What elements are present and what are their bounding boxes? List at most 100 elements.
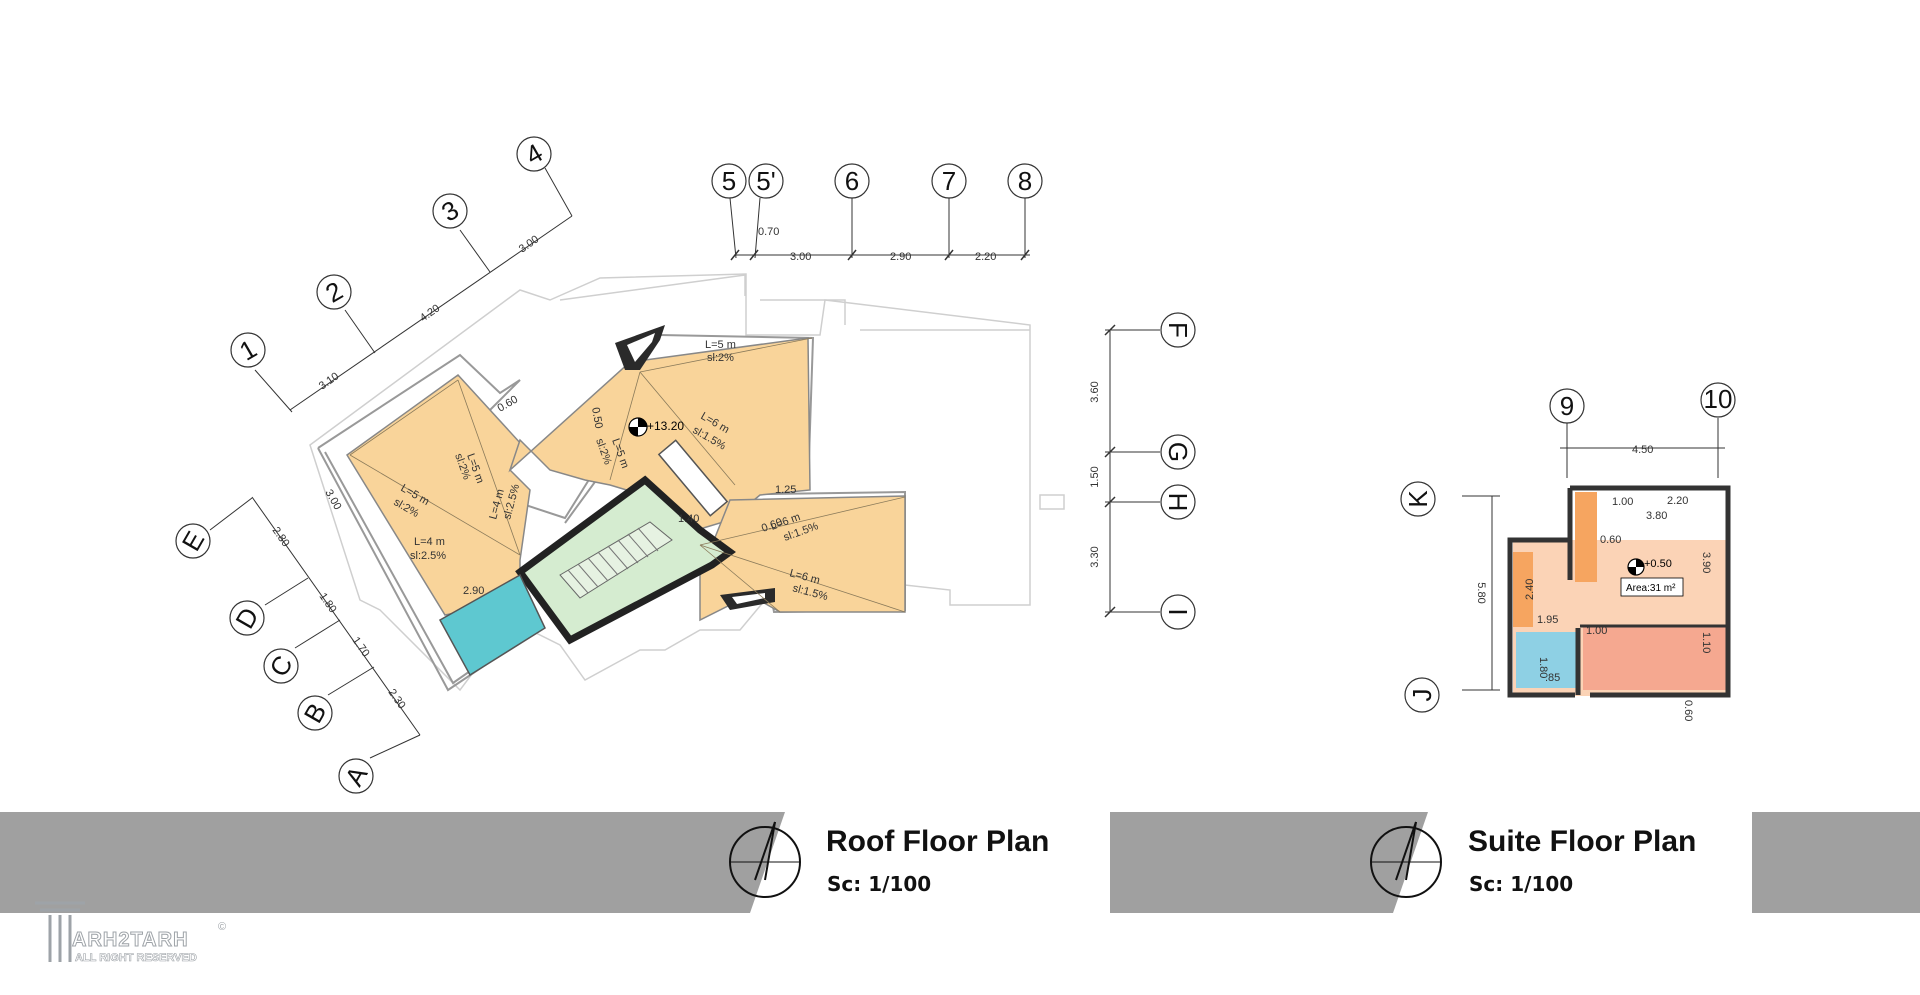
axis-bubble <box>316 274 352 310</box>
inner-dim: 1.95 <box>1537 614 1558 626</box>
inner-dim: 1.80 <box>1537 657 1549 678</box>
dim-label: 1.50 <box>1089 466 1101 487</box>
suite-bath <box>1516 632 1576 688</box>
roof-elevation-label: +13.20 <box>647 419 684 433</box>
left-top-axis-bubbles: 1 2 3 4 3.10 4.20 3.00 <box>230 136 552 392</box>
suite-axes <box>1462 418 1725 691</box>
inner-dim: 1.00 <box>1612 496 1633 508</box>
inner-dim: 1.00 <box>1586 625 1607 637</box>
axis-bubble <box>516 136 552 172</box>
logo: ARH2TARH © ALL RIGHT RESERVED <box>35 901 226 964</box>
inner-dim: 2.40 <box>1524 579 1536 600</box>
inner-dim: 0.60 <box>496 393 521 414</box>
axis-label: K <box>1403 490 1433 508</box>
axis-bubble <box>1404 677 1440 713</box>
dim-label: 2.20 <box>975 251 996 263</box>
logo-sub: ALL RIGHT RESERVED <box>75 952 197 964</box>
axis-bubble <box>1700 382 1736 418</box>
axis-bubble <box>175 523 211 559</box>
dim-label: 3.60 <box>1089 381 1101 402</box>
axis-label: I <box>1163 608 1193 615</box>
logo-text: ARH2TARH <box>72 929 189 951</box>
slope-note: L=4 m <box>414 536 445 548</box>
roof-floor-plan: +13.20 L=5 m sl:2% L=6 m sl:1.5% L=5 m s… <box>175 136 1196 794</box>
suite-salmon <box>1583 626 1727 690</box>
axis-bubble <box>1549 388 1585 424</box>
slope-note: sl:2% <box>707 352 734 364</box>
axis-bubble <box>1400 481 1436 517</box>
left-bottom-axis-bubbles: E D C B A 2.80 1.80 1.70 2.30 <box>175 523 408 794</box>
inner-dim: 1.40 <box>678 513 699 525</box>
inner-dim: 2.90 <box>463 585 484 597</box>
axis-bubble <box>1007 163 1043 199</box>
axis-label: H <box>1163 493 1193 512</box>
right-axis-bubbles: F G H I 3.60 1.50 3.30 <box>1089 312 1196 630</box>
axis-bubble <box>748 163 784 199</box>
axis-bubble <box>229 600 265 636</box>
axis-bubble <box>263 648 299 684</box>
axis-bubble <box>230 332 266 368</box>
dim-label: 4.20 <box>418 302 442 324</box>
inner-dim: 3.90 <box>1700 552 1712 573</box>
axis-bubble <box>711 163 747 199</box>
inner-dim: 1.10 <box>1700 632 1712 653</box>
axis-bubble <box>834 163 870 199</box>
north-arrow-icon <box>729 821 801 898</box>
dim-label: 1.80 <box>317 591 339 615</box>
pool <box>438 573 546 677</box>
axis-label: 9 <box>1560 391 1574 421</box>
axis-label: J <box>1407 689 1437 702</box>
suite-inner-dims: 1.00 2.20 3.80 0.60 3.90 2.40 1.95 1.00 … <box>1524 495 1712 721</box>
stair-treads <box>567 527 659 594</box>
roof-title-block: Roof Floor Plan Sc: 1/100 <box>729 821 1049 898</box>
inner-dim: 0.60 <box>1600 534 1621 546</box>
slope-note: L=5 m <box>705 339 736 351</box>
suite-plan-scale: Sc: 1/100 <box>1469 872 1573 896</box>
axis-bubble <box>931 163 967 199</box>
axis-bubble <box>1160 434 1196 470</box>
suite-title-block: Suite Floor Plan Sc: 1/100 <box>1370 821 1696 898</box>
inner-dim: 0.50 <box>589 406 605 429</box>
axis-bubble <box>297 695 333 731</box>
column-icon <box>35 901 85 962</box>
band-right <box>1752 812 1920 913</box>
suite-plan-title: Suite Floor Plan <box>1468 825 1696 858</box>
axis-bubble <box>1160 484 1196 520</box>
suite-elevation-marker: +0.50 <box>1627 558 1672 576</box>
stair-core <box>438 439 736 677</box>
suite-area-label: Area:31 m² <box>1626 583 1676 594</box>
axis-label: 7 <box>942 166 956 196</box>
dim-label: 3.10 <box>317 370 341 392</box>
axis-bubble <box>1160 594 1196 630</box>
dim-label: 2.80 <box>270 525 292 549</box>
axis-label: 8 <box>1018 166 1032 196</box>
suite-walls <box>1507 485 1731 698</box>
right-axes <box>1104 324 1160 618</box>
stair-run <box>559 521 673 599</box>
suite-orange-a <box>1575 492 1597 582</box>
inner-dim: 3.80 <box>1646 510 1667 522</box>
band-middle <box>1110 812 1428 913</box>
suite-floor-plan: +0.50 Area:31 m² 1.00 2.20 3.80 0.60 3.9… <box>1400 382 1736 721</box>
left-bottom-axes <box>209 496 421 759</box>
axis-label: 6 <box>845 166 859 196</box>
axis-label: F <box>1163 322 1193 338</box>
title-bands <box>0 812 1920 913</box>
axis-label: 5' <box>756 166 775 196</box>
elevation-marker: +13.20 <box>628 417 684 437</box>
dim-label: 3.00 <box>790 251 811 263</box>
axis-label: G <box>1163 442 1193 462</box>
dim-label: 3.30 <box>1089 546 1101 567</box>
dim-label: 2.90 <box>890 251 911 263</box>
slope-note: sl:2.5% <box>410 550 446 562</box>
top-axis-bubbles: 5 5' 6 7 8 0.70 3.00 2.90 2.20 <box>711 163 1043 263</box>
roof-plan-title: Roof Floor Plan <box>826 825 1049 858</box>
left-top-axes <box>254 167 573 413</box>
logo-mark: © <box>218 921 226 933</box>
suite-orange-b <box>1513 552 1533 627</box>
wall-pieces-inner <box>627 333 765 604</box>
inner-dim: 2.20 <box>1667 495 1688 507</box>
dim-label: 4.50 <box>1632 444 1653 456</box>
slope-lines <box>349 337 906 613</box>
